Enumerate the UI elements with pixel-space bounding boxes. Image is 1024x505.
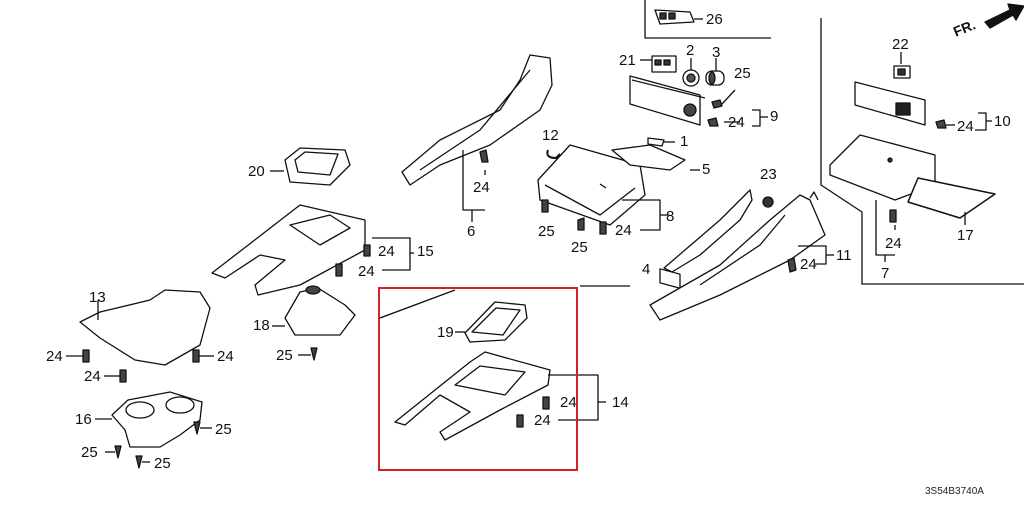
part-26 [654,9,703,25]
callout-1[interactable]: 1 [680,133,689,150]
callout-4[interactable]: 4 [642,261,651,278]
callout-25[interactable]: 25 [538,223,555,240]
callout-24[interactable]: 24 [885,235,902,252]
callout-24[interactable]: 24 [358,263,375,280]
callout-25[interactable]: 25 [215,421,232,438]
callout-19[interactable]: 19 [437,324,454,341]
callout-21[interactable]: 21 [619,52,636,69]
callout-10[interactable]: 10 [994,113,1011,130]
callout-24[interactable]: 24 [800,256,817,273]
callout-24[interactable]: 24 [378,243,395,260]
callout-7[interactable]: 7 [881,265,890,282]
callout-18[interactable]: 18 [253,317,270,334]
callout-3[interactable]: 3 [712,44,721,61]
callout-25[interactable]: 25 [276,347,293,364]
callout-24[interactable]: 24 [728,114,745,131]
callout-25[interactable]: 25 [81,444,98,461]
callout-2[interactable]: 2 [686,42,695,59]
callout-23[interactable]: 23 [760,166,777,183]
callout-24[interactable]: 24 [84,368,101,385]
callout-25[interactable]: 25 [571,239,588,256]
callout-17[interactable]: 17 [957,227,974,244]
highlight-box [378,287,578,471]
callout-26[interactable]: 26 [706,11,723,28]
callout-24[interactable]: 24 [46,348,63,365]
callout-16[interactable]: 16 [75,411,92,428]
callout-24[interactable]: 24 [560,394,577,411]
callout-6[interactable]: 6 [467,223,476,240]
callout-25[interactable]: 25 [154,455,171,472]
callout-5[interactable]: 5 [702,161,711,178]
callout-14[interactable]: 14 [612,394,629,411]
callout-20[interactable]: 20 [248,163,265,180]
callout-24[interactable]: 24 [473,179,490,196]
diagram-code: 3S54B3740A [925,486,984,497]
callout-24[interactable]: 24 [615,222,632,239]
callout-9[interactable]: 9 [770,108,779,125]
callout-11[interactable]: 11 [836,247,852,264]
callout-24[interactable]: 24 [957,118,974,135]
callout-24[interactable]: 24 [534,412,551,429]
callout-13[interactable]: 13 [89,289,106,306]
callout-22[interactable]: 22 [892,36,909,53]
callout-8[interactable]: 8 [666,208,675,225]
callout-24[interactable]: 24 [217,348,234,365]
callout-25[interactable]: 25 [734,65,751,82]
callout-15[interactable]: 15 [417,243,434,260]
callout-12[interactable]: 12 [542,127,559,144]
